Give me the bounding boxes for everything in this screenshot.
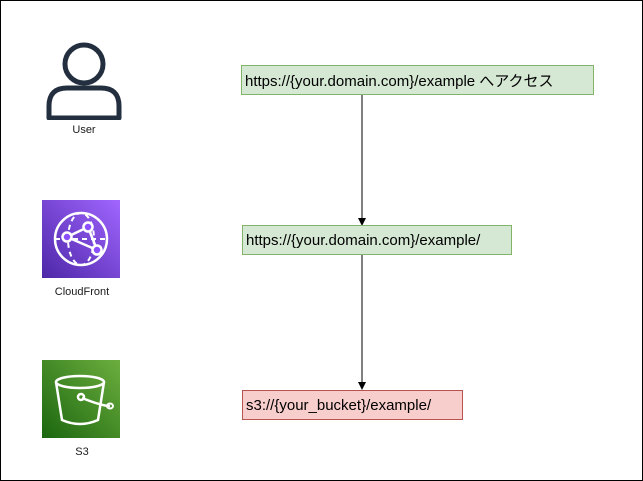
cloudfront-label: CloudFront xyxy=(54,286,110,298)
step-request-url: https://{your.domain.com}/example へアクセス xyxy=(241,65,594,95)
s3-tile xyxy=(42,360,120,438)
s3-node: S3 xyxy=(32,360,132,470)
step-request-url-text: https://{your.domain.com}/example へアクセス xyxy=(245,72,554,90)
step-cloudfront-url-text: https://{your.domain.com}/example/ xyxy=(246,231,481,249)
step-cloudfront-url: https://{your.domain.com}/example/ xyxy=(242,225,512,255)
cloudfront-icon xyxy=(53,211,109,267)
user-label: User xyxy=(72,124,96,136)
s3-bucket-icon xyxy=(54,374,114,426)
cloudfront-node: CloudFront xyxy=(32,200,132,310)
cloudfront-tile xyxy=(42,200,120,278)
s3-label: S3 xyxy=(75,446,89,458)
user-node: User xyxy=(34,40,134,140)
step-s3-path: s3://{your_bucket}/example/ xyxy=(242,390,463,420)
step-s3-path-text: s3://{your_bucket}/example/ xyxy=(246,396,432,414)
user-icon xyxy=(46,42,122,120)
